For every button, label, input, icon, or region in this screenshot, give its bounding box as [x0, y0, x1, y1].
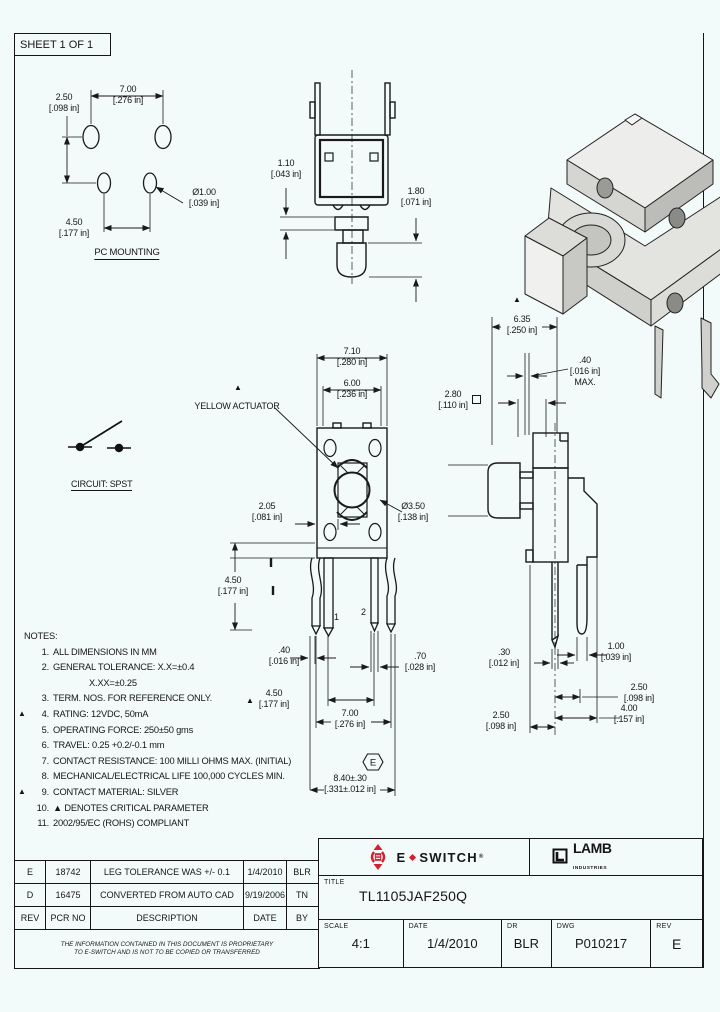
critical-triangle-icon: ▲ — [234, 383, 242, 392]
revision-balloon: E — [362, 753, 384, 771]
circuit-symbol — [68, 420, 131, 453]
proprietary-note: THE INFORMATION CONTAINED IN THIS DOCUME… — [60, 941, 274, 956]
brand-switch: SWITCH — [419, 849, 478, 865]
dim-side-hook-offset: 2.50 [.098 in] — [623, 682, 655, 703]
brand-diamond-icon — [409, 853, 417, 861]
note-item: 10.▲ DENOTES CRITICAL PARAMETER — [36, 802, 209, 813]
pc-mounting-drawing — [62, 90, 184, 232]
eswitch-logo-icon — [370, 844, 385, 870]
note-item: 1.ALL DIMENSIONS IN MM — [41, 646, 157, 657]
drawing-number-cell: DWG P010217 — [552, 920, 652, 967]
lamb-logo-icon — [552, 848, 568, 864]
eswitch-brand: E SWITCH ® — [319, 839, 530, 875]
dim-side-leg-thickness: .30 [.012 in] — [488, 647, 520, 668]
revision-row: E 18742 LEG TOLERANCE WAS +/- 0.1 1/4/20… — [15, 861, 319, 884]
top-view-drawing — [230, 354, 403, 796]
revision-table: E 18742 LEG TOLERANCE WAS +/- 0.1 1/4/20… — [14, 860, 320, 969]
dim-side-flash: .40 [.016 in] MAX. — [569, 355, 601, 387]
dim-top-terminal-width: .70 [.028 in] — [404, 651, 436, 672]
dim-side-hook-width: 1.00 [.039 in] — [600, 641, 632, 662]
border-right — [703, 33, 705, 968]
dim-top-inner-width: 6.00 [.236 in] — [336, 378, 368, 399]
revision-row: D 16475 CONVERTED FROM AUTO CAD 9/19/200… — [15, 884, 319, 907]
sheet-label: SHEET 1 OF 1 — [20, 38, 94, 51]
actuator-callout: YELLOW ACTUATOR — [194, 401, 280, 411]
dim-side-hook-reach: 4.00 [.157 in] — [613, 703, 645, 724]
title-row: TITLE TL1105JAF250Q — [319, 876, 702, 920]
critical-triangle-icon: ▲ — [18, 786, 26, 796]
dim-front-plunger: 1.80 [.071 in] — [400, 186, 432, 207]
notes-list: NOTES: 1.ALL DIMENSIONS IN MM 2.GENERAL … — [18, 631, 291, 834]
dim-side-peg-offset: 2.50 [.098 in] — [485, 710, 517, 731]
isometric-view-drawing — [524, 113, 720, 399]
note-item: 7.CONTACT RESISTANCE: 100 MILLI OHMS MAX… — [41, 755, 292, 766]
title-label: TITLE — [324, 879, 345, 886]
revision-cell: REV E — [656, 923, 682, 952]
sheet-number-box: SHEET 1 OF 1 — [14, 33, 111, 56]
logo-row: E SWITCH ® LAMB INDUSTRIES — [319, 839, 702, 876]
title-block: E SWITCH ® LAMB INDUSTRIES TITLE TL1105 — [318, 838, 703, 968]
dim-pc-row-pitch: 2.50 [.098 in] — [48, 92, 80, 113]
front-view-drawing — [280, 70, 422, 302]
pin-2-label: 2 — [361, 607, 366, 617]
circuit-label: CIRCUIT: SPST — [71, 479, 133, 491]
dim-top-leg-length: 4.50 [.177 in] — [217, 575, 249, 596]
dim-top-terminal-pitch: 4.50 [.177 in] — [258, 688, 290, 709]
date-cell: DATE 1/4/2010 — [404, 920, 503, 967]
side-view-drawing — [448, 317, 620, 737]
part-number: TL1105JAF250Q — [359, 888, 468, 904]
dim-pc-col-pitch: 7.00 [.276 in] — [112, 84, 144, 105]
critical-triangle-icon: ▲ — [513, 295, 521, 304]
dim-top-leg-width: .40 [.016 in] — [268, 645, 300, 666]
dim-top-actuator-dia: Ø3.50 [.138 in] — [397, 501, 429, 522]
dim-side-height: 6.35 [.250 in] — [506, 314, 538, 335]
note-item: 8.MECHANICAL/ELECTRICAL LIFE 100,000 CYC… — [41, 771, 285, 782]
dim-top-body-width: 7.10 [.280 in] — [336, 346, 368, 367]
dim-top-actuator-offset: 2.05 [.081 in] — [251, 501, 283, 522]
scale-cell: SCALE 4:1 — [319, 920, 404, 967]
svg-text:E: E — [370, 758, 376, 769]
registered-mark: ® — [478, 854, 485, 860]
dim-front-collar: 1.10 [.043 in] — [270, 158, 302, 179]
lamb-sub: INDUSTRIES — [573, 866, 608, 871]
notes-heading: NOTES: — [24, 631, 58, 641]
lamb-brand: LAMB INDUSTRIES — [552, 840, 612, 873]
note-item: ▲9.CONTACT MATERIAL: SILVER — [18, 786, 179, 797]
dim-top-mount-pitch: 7.00 [.276 in] — [334, 708, 366, 729]
note-item: 3.TERM. NOS. FOR REFERENCE ONLY. — [41, 693, 213, 704]
pin-1-label: 1 — [334, 612, 339, 622]
info-row: SCALE 4:1 DATE 1/4/2010 DR BLR DWG P0102… — [319, 920, 702, 967]
note-item: X.XX=±0.25 — [89, 677, 137, 688]
note-item: 5.OPERATING FORCE: 250±50 gms — [41, 724, 194, 735]
drafter-cell: DR BLR — [502, 920, 552, 967]
note-item: ▲4.RATING: 12VDC, 50mA — [18, 708, 149, 719]
square-symbol-icon — [472, 395, 481, 404]
dim-pc-bottom-pitch: 4.50 [.177 in] — [58, 217, 90, 238]
note-item: 11.2002/95/EC (ROHS) COMPLIANT — [37, 818, 190, 829]
note-item: 2.GENERAL TOLERANCE: X.X=±0.4 — [41, 662, 195, 673]
lamb-name: LAMB — [573, 840, 612, 856]
border-left — [14, 33, 16, 968]
note-item: 6.TRAVEL: 0.25 +0.2/-0.1 mm — [41, 740, 165, 751]
brand-e: E — [396, 849, 407, 865]
dim-top-overall-width: 8.40±.30 [.331±.012 in] — [324, 773, 376, 794]
dim-side-actuator-square: 2.80 [.110 in] — [438, 389, 468, 410]
dim-pc-hole-dia: Ø1.00 [.039 in] — [188, 187, 220, 208]
revision-header-row: REV PCR NO DESCRIPTION DATE BY — [15, 907, 319, 930]
critical-triangle-icon: ▲ — [246, 696, 254, 705]
critical-triangle-icon: ▲ — [18, 708, 26, 718]
pc-mounting-title: PC MOUNTING — [94, 247, 160, 260]
